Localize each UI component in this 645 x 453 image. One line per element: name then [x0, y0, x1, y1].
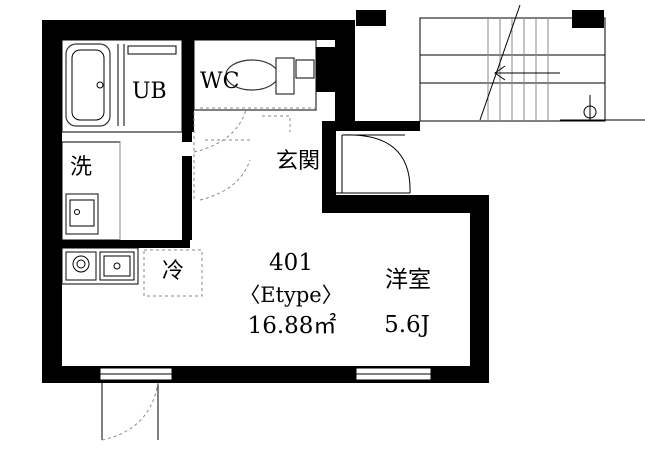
- stair-area: [356, 4, 645, 122]
- toilet: [193, 39, 317, 111]
- room-label-washroom: 洗: [70, 155, 92, 180]
- unit-bath: [61, 39, 183, 133]
- entrance-door: [336, 134, 411, 194]
- unit-area: 16.88㎡: [248, 313, 337, 339]
- windows: [99, 367, 432, 381]
- unit-number: 401: [269, 250, 313, 276]
- room-label-bath: UB: [132, 79, 167, 104]
- balcony-door: [101, 382, 159, 441]
- washroom: [61, 109, 291, 241]
- room-label-fridge: 冷: [162, 259, 184, 284]
- room-label-western-room: 洋室: [385, 267, 431, 293]
- room-label-entrance: 玄関: [276, 149, 320, 174]
- kitchen: [61, 247, 203, 297]
- room-label-toilet: WC: [200, 69, 239, 94]
- walls: [42, 20, 489, 383]
- room-size-western-room: 5.6J: [384, 312, 430, 338]
- unit-type: 〈Etype〉: [239, 283, 343, 307]
